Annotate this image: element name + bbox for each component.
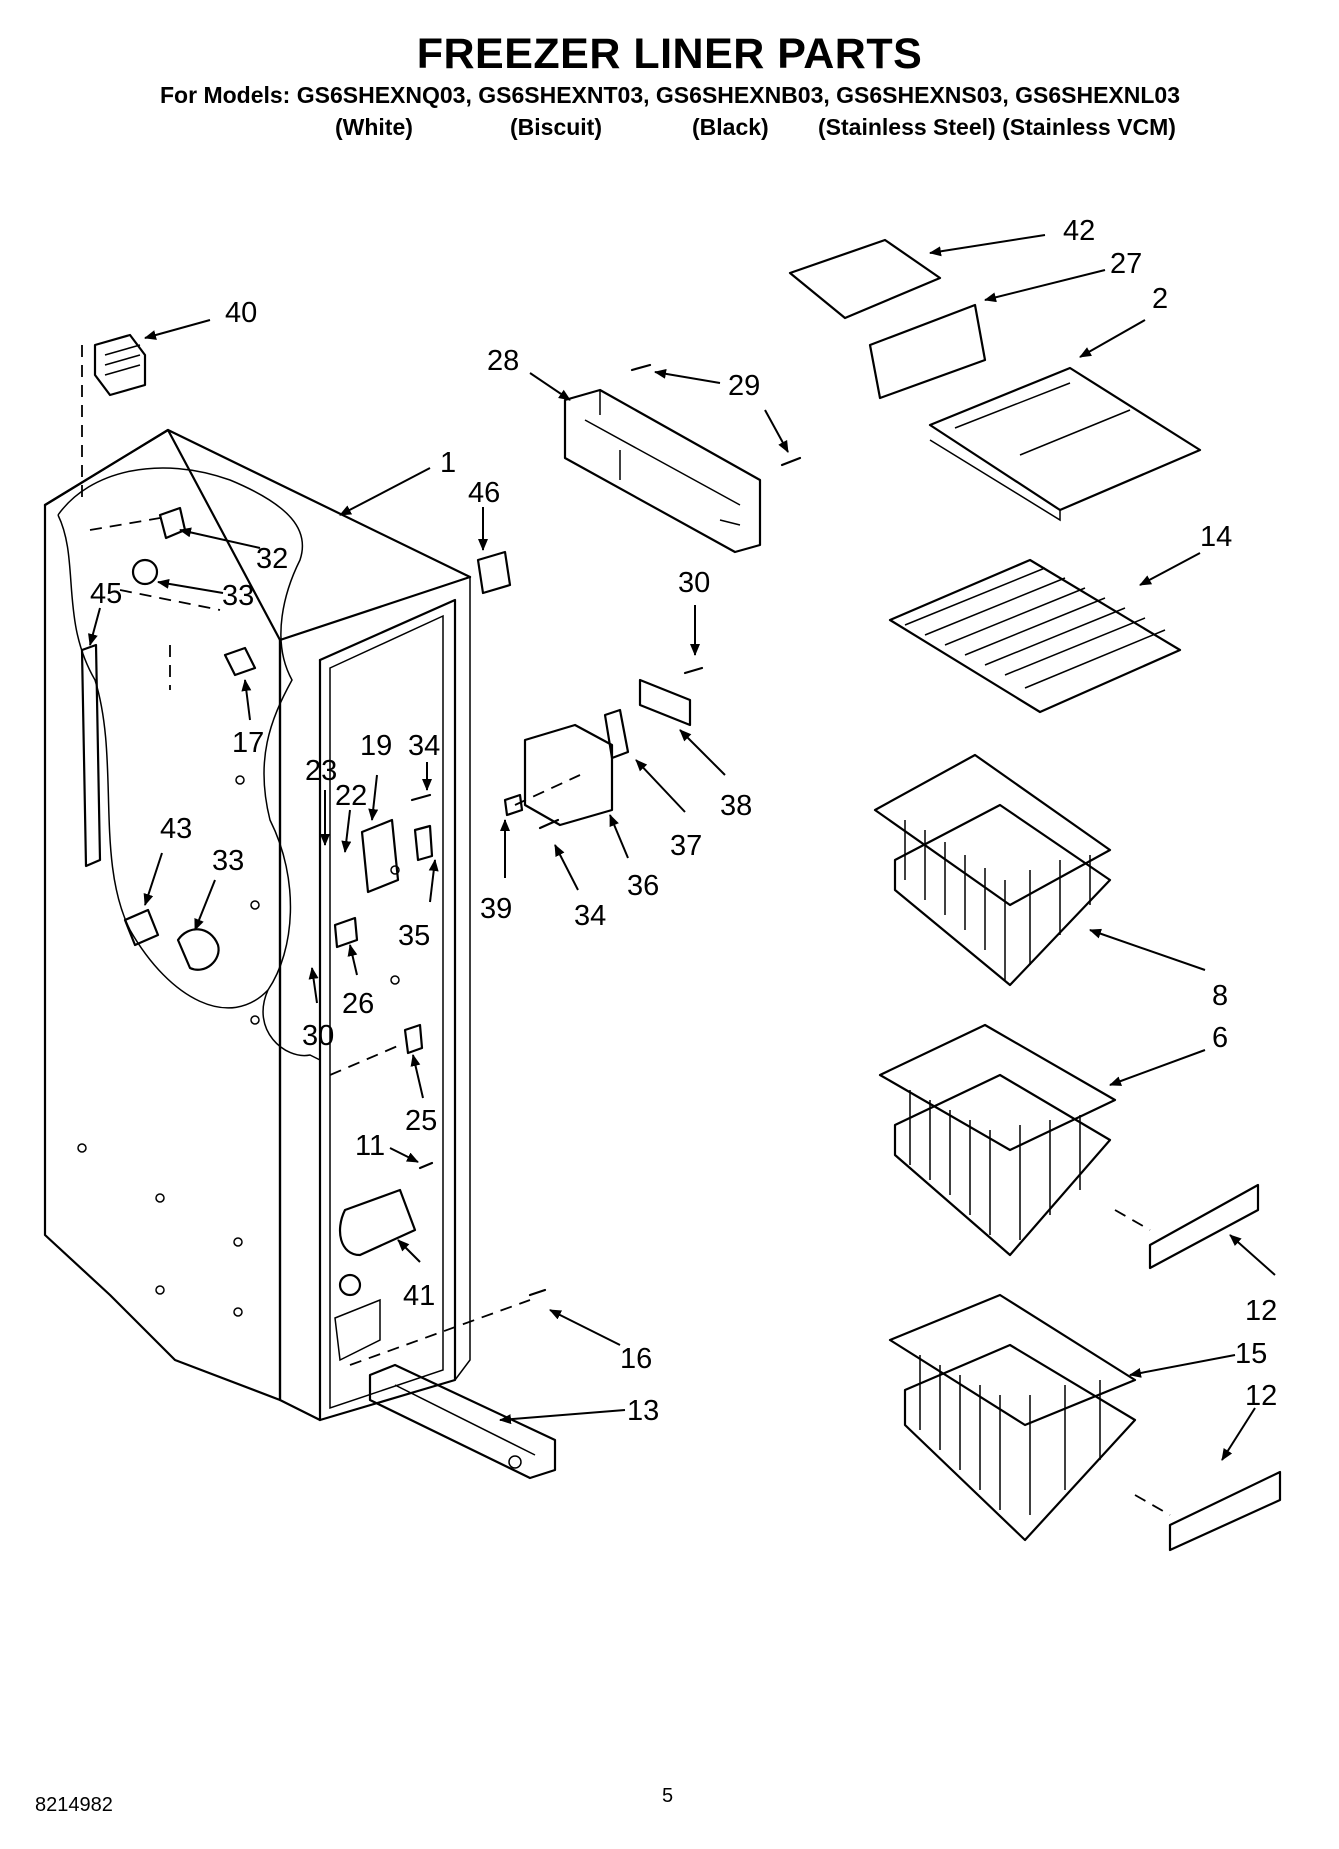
part-6-basket: [878, 1023, 1117, 1257]
callout-36: 36: [627, 870, 659, 902]
callout-25: 25: [405, 1105, 437, 1137]
callout-28: 28: [487, 345, 519, 377]
part-12-rail-b: [1168, 1470, 1282, 1552]
callout-11: 11: [355, 1130, 385, 1162]
part-36-housing: [523, 723, 614, 827]
finish-stainless: (Stainless Steel) (Stainless VCM): [818, 114, 1176, 140]
part-16-screw: [528, 1288, 547, 1297]
callout-37: 37: [670, 830, 702, 862]
callout-46: 46: [468, 477, 500, 509]
part-29-screw-b: [780, 456, 802, 467]
part-46-cap: [476, 550, 512, 595]
part-19-housing: [360, 818, 400, 894]
part-13-trim: [368, 1363, 557, 1480]
callout-15: 15: [1235, 1338, 1267, 1370]
part-17-clip: [223, 646, 257, 677]
part-35-clip: [413, 824, 434, 862]
finish-black: (Black): [692, 114, 769, 140]
part-34-screw-b: [538, 818, 560, 830]
callout-33-upper: 33: [222, 580, 254, 612]
callout-19: 19: [360, 730, 392, 762]
part-27-divider: [868, 303, 987, 400]
callout-40: 40: [225, 297, 257, 329]
part-45-strip: [80, 643, 102, 868]
callout-32: 32: [256, 543, 288, 575]
callout-45: 45: [90, 578, 122, 610]
callout-2: 2: [1152, 283, 1168, 315]
callout-33-lower: 33: [212, 845, 244, 877]
part-39-plug: [503, 793, 524, 817]
part-41-cover: [338, 1188, 417, 1257]
part-42-hinge: [788, 238, 942, 320]
callout-34-left: 34: [408, 730, 440, 762]
model-list: For Models: GS6SHEXNQ03, GS6SHEXNT03, GS…: [160, 82, 1181, 108]
doc-number: 8214982: [35, 1794, 113, 1816]
part-12-rail-a: [1148, 1183, 1260, 1270]
part-30-screw: [683, 666, 704, 675]
callout-27: 27: [1110, 248, 1142, 280]
callout-41: 41: [403, 1280, 435, 1312]
part-25-switch: [403, 1023, 424, 1055]
callout-29: 29: [728, 370, 760, 402]
callout-14: 14: [1200, 521, 1232, 553]
callout-23: 23: [305, 755, 337, 787]
callout-8: 8: [1212, 980, 1228, 1012]
callout-38: 38: [720, 790, 752, 822]
callout-39: 39: [480, 893, 512, 925]
part-15-basket: [888, 1293, 1137, 1542]
callout-12-lower: 12: [1245, 1380, 1277, 1412]
page-title: FREEZER LINER PARTS: [416, 30, 923, 78]
part-2-shelf-frame: [928, 366, 1202, 522]
page-number: 5: [662, 1785, 674, 1807]
part-37-bracket: [603, 708, 630, 760]
callout-34-right: 34: [574, 900, 606, 932]
callout-12-upper: 12: [1245, 1295, 1277, 1327]
part-11-screw: [418, 1161, 434, 1170]
callout-42: 42: [1063, 215, 1095, 247]
part-33-bulb: [176, 928, 220, 971]
part-14-wire-shelf: [888, 558, 1182, 714]
part-38-board: [638, 678, 692, 727]
callout-16: 16: [620, 1343, 652, 1375]
callout-30-lower: 30: [302, 1020, 334, 1052]
callout-labels: 40 1 46 32 33 45 17 43 33 28 29 42 27 2 …: [90, 215, 1277, 1427]
freezer-liner: [43, 428, 472, 1422]
leader-lines: [88, 234, 1276, 1461]
callout-30-upper: 30: [678, 567, 710, 599]
callout-17: 17: [232, 727, 264, 759]
part-40-bracket: [81, 333, 147, 505]
part-43-socket: [123, 908, 160, 947]
finish-white: (White): [335, 114, 413, 140]
callout-13: 13: [627, 1395, 659, 1427]
callout-22: 22: [335, 780, 367, 812]
part-26-board: [333, 916, 359, 949]
callout-43: 43: [160, 813, 192, 845]
part-8-basket: [873, 753, 1112, 987]
callout-1: 1: [440, 447, 456, 479]
callout-26: 26: [342, 988, 374, 1020]
part-34-screw: [410, 793, 432, 802]
callout-35: 35: [398, 920, 430, 952]
part-28-housing: [563, 388, 762, 554]
part-32-socket: [89, 506, 221, 690]
finish-biscuit: (Biscuit): [510, 114, 602, 140]
part-29-screw-a: [630, 363, 652, 372]
callout-6: 6: [1212, 1022, 1228, 1054]
